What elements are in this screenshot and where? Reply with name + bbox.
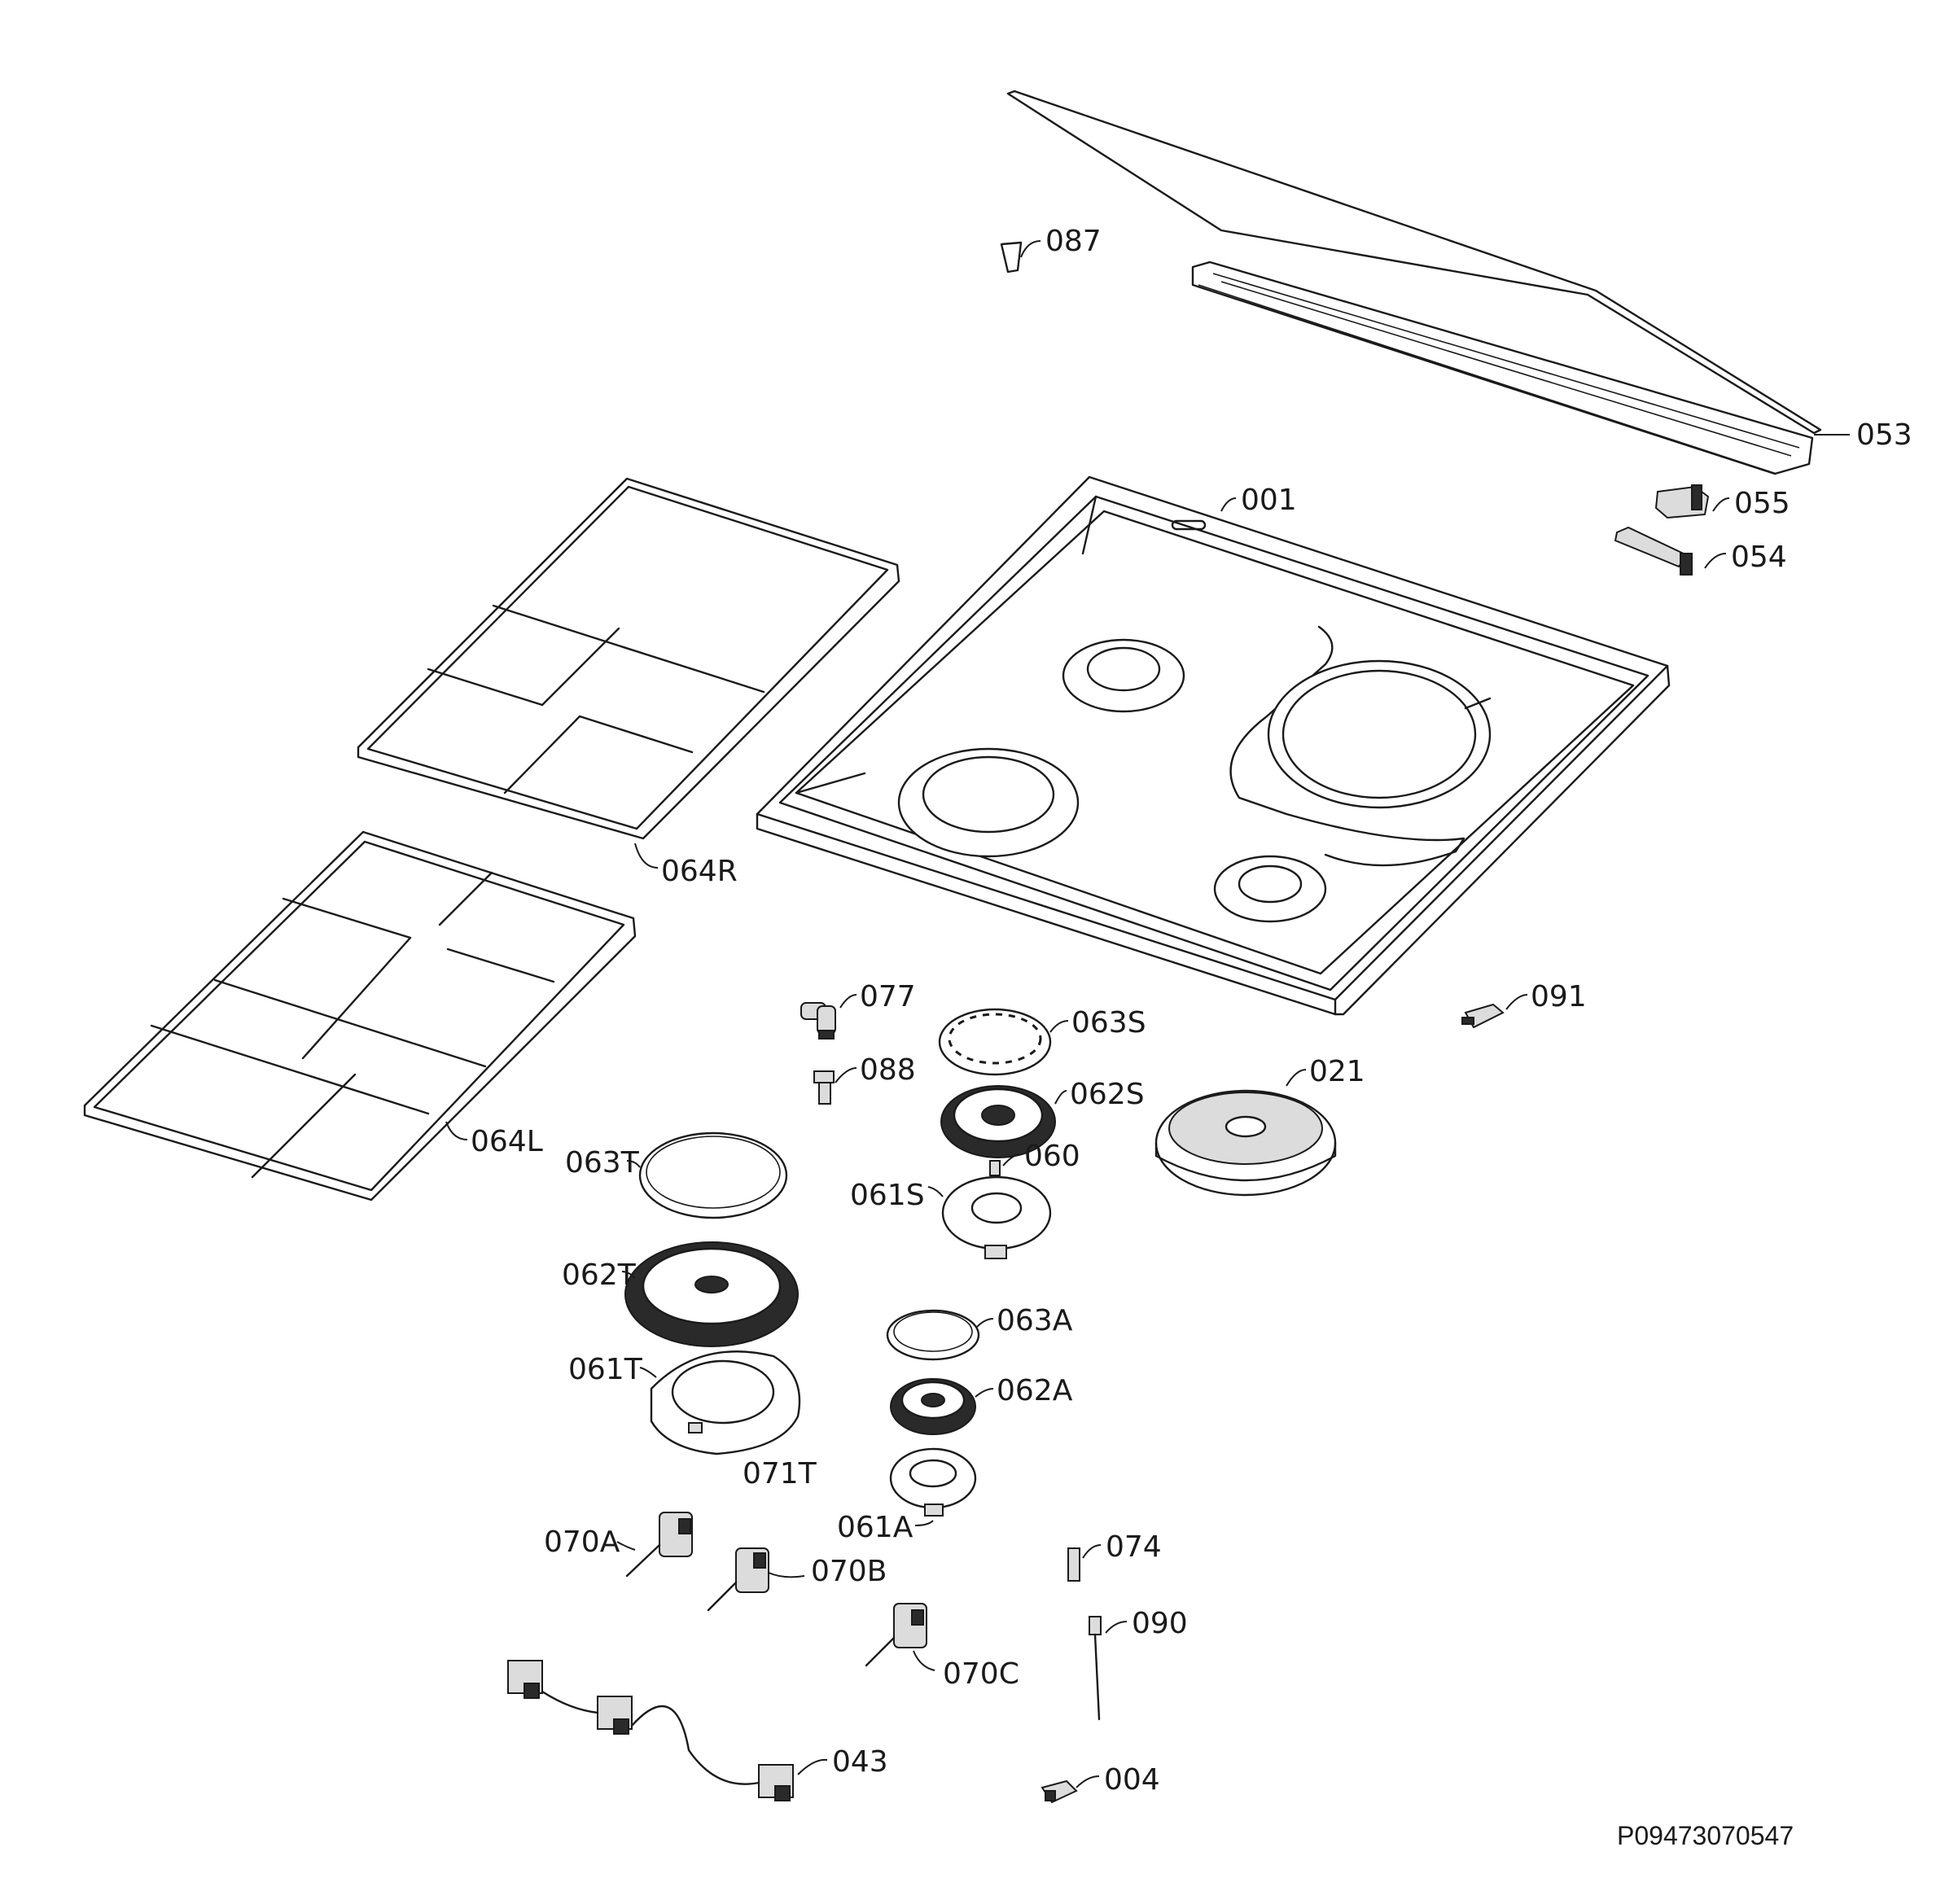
part-062T-burner-crown xyxy=(624,1241,799,1347)
label-070B: 070B xyxy=(811,1555,887,1588)
label-053: 053 xyxy=(1856,418,1912,452)
part-091-clip xyxy=(1461,1003,1505,1029)
part-070C-gas-valve xyxy=(865,1603,927,1667)
part-055-hinge xyxy=(1654,484,1710,519)
label-091: 091 xyxy=(1531,980,1587,1013)
label-070C: 070C xyxy=(943,1657,1019,1691)
part-063S-burner-cap xyxy=(938,1008,1052,1076)
part-063A-burner-cap xyxy=(886,1309,980,1361)
part-070A-gas-valve xyxy=(625,1512,693,1578)
label-063S: 063S xyxy=(1071,1006,1146,1040)
label-001: 001 xyxy=(1241,484,1297,517)
drawing-reference-code: P09473070547 xyxy=(1617,1821,1794,1850)
label-074: 074 xyxy=(1106,1530,1162,1564)
part-064L-grate xyxy=(83,830,637,1201)
label-004: 004 xyxy=(1104,1763,1160,1797)
label-064R: 064R xyxy=(661,855,738,888)
part-077-elbow-fitting xyxy=(800,1002,836,1040)
label-060: 060 xyxy=(1024,1140,1080,1173)
label-070A: 070A xyxy=(544,1525,620,1559)
label-062T: 062T xyxy=(562,1258,637,1292)
part-061S-burner-base xyxy=(941,1175,1052,1259)
part-070B-gas-valve xyxy=(707,1547,769,1612)
label-087: 087 xyxy=(1045,225,1102,258)
label-061A: 061A xyxy=(837,1511,913,1544)
label-077: 077 xyxy=(860,980,916,1013)
label-055: 055 xyxy=(1734,487,1790,520)
label-063T: 063T xyxy=(565,1146,640,1180)
label-061S: 061S xyxy=(850,1179,925,1212)
label-043: 043 xyxy=(832,1745,888,1779)
label-064L: 064L xyxy=(471,1125,543,1158)
part-043-ignition-switches xyxy=(507,1660,794,1801)
label-090: 090 xyxy=(1132,1607,1188,1640)
part-061T-burner-base xyxy=(650,1350,801,1455)
label-062S: 062S xyxy=(1070,1078,1145,1111)
part-087-foot xyxy=(1000,241,1023,274)
part-054-hinge-pin xyxy=(1614,526,1693,576)
part-062A-burner-crown xyxy=(890,1378,976,1435)
part-053-glass-lid xyxy=(1006,90,1822,475)
part-064R-grate xyxy=(357,477,900,840)
part-062S-burner-crown xyxy=(940,1085,1056,1158)
part-090-probe xyxy=(1089,1616,1102,1721)
label-061T: 061T xyxy=(568,1353,643,1386)
label-054: 054 xyxy=(1731,541,1787,574)
part-063T-burner-cap xyxy=(638,1131,788,1219)
part-074-thermocouple xyxy=(1067,1547,1080,1582)
label-088: 088 xyxy=(860,1053,916,1087)
label-063A: 063A xyxy=(997,1304,1073,1337)
part-001-hob-top xyxy=(756,475,1671,1016)
part-061A-burner-base xyxy=(889,1447,977,1517)
part-060-electrode xyxy=(989,1160,1001,1176)
part-088-screw xyxy=(813,1070,835,1105)
label-071T: 071T xyxy=(743,1457,817,1490)
label-021: 021 xyxy=(1309,1055,1365,1088)
label-062A: 062A xyxy=(997,1374,1073,1407)
part-004-clip xyxy=(1041,1779,1078,1804)
part-021-wok-burner-cap xyxy=(1154,1089,1337,1197)
